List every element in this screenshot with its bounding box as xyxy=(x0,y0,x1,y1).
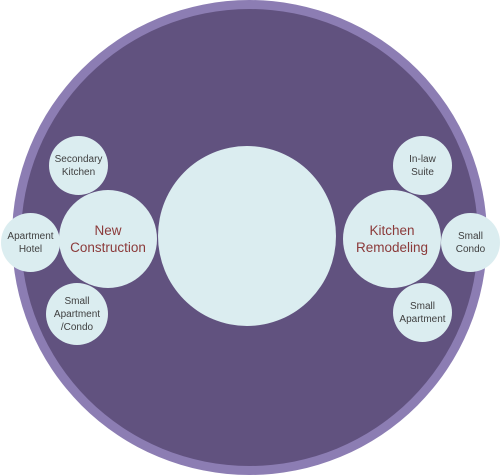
small-apartment-condo-node: Small Apartment /Condo xyxy=(46,283,108,345)
kitchen-remodeling-node: Kitchen Remodeling xyxy=(343,190,441,288)
apartment-hotel-node: Apartment Hotel xyxy=(1,213,60,272)
in-law-suite-node: In-law Suite xyxy=(393,136,452,195)
new-construction-node: New Construction xyxy=(59,190,157,288)
secondary-kitchen-node: Secondary Kitchen xyxy=(49,136,108,195)
small-condo-node: Small Condo xyxy=(441,213,500,272)
center-circle xyxy=(158,146,336,326)
small-apartment-node: Small Apartment xyxy=(393,283,452,342)
